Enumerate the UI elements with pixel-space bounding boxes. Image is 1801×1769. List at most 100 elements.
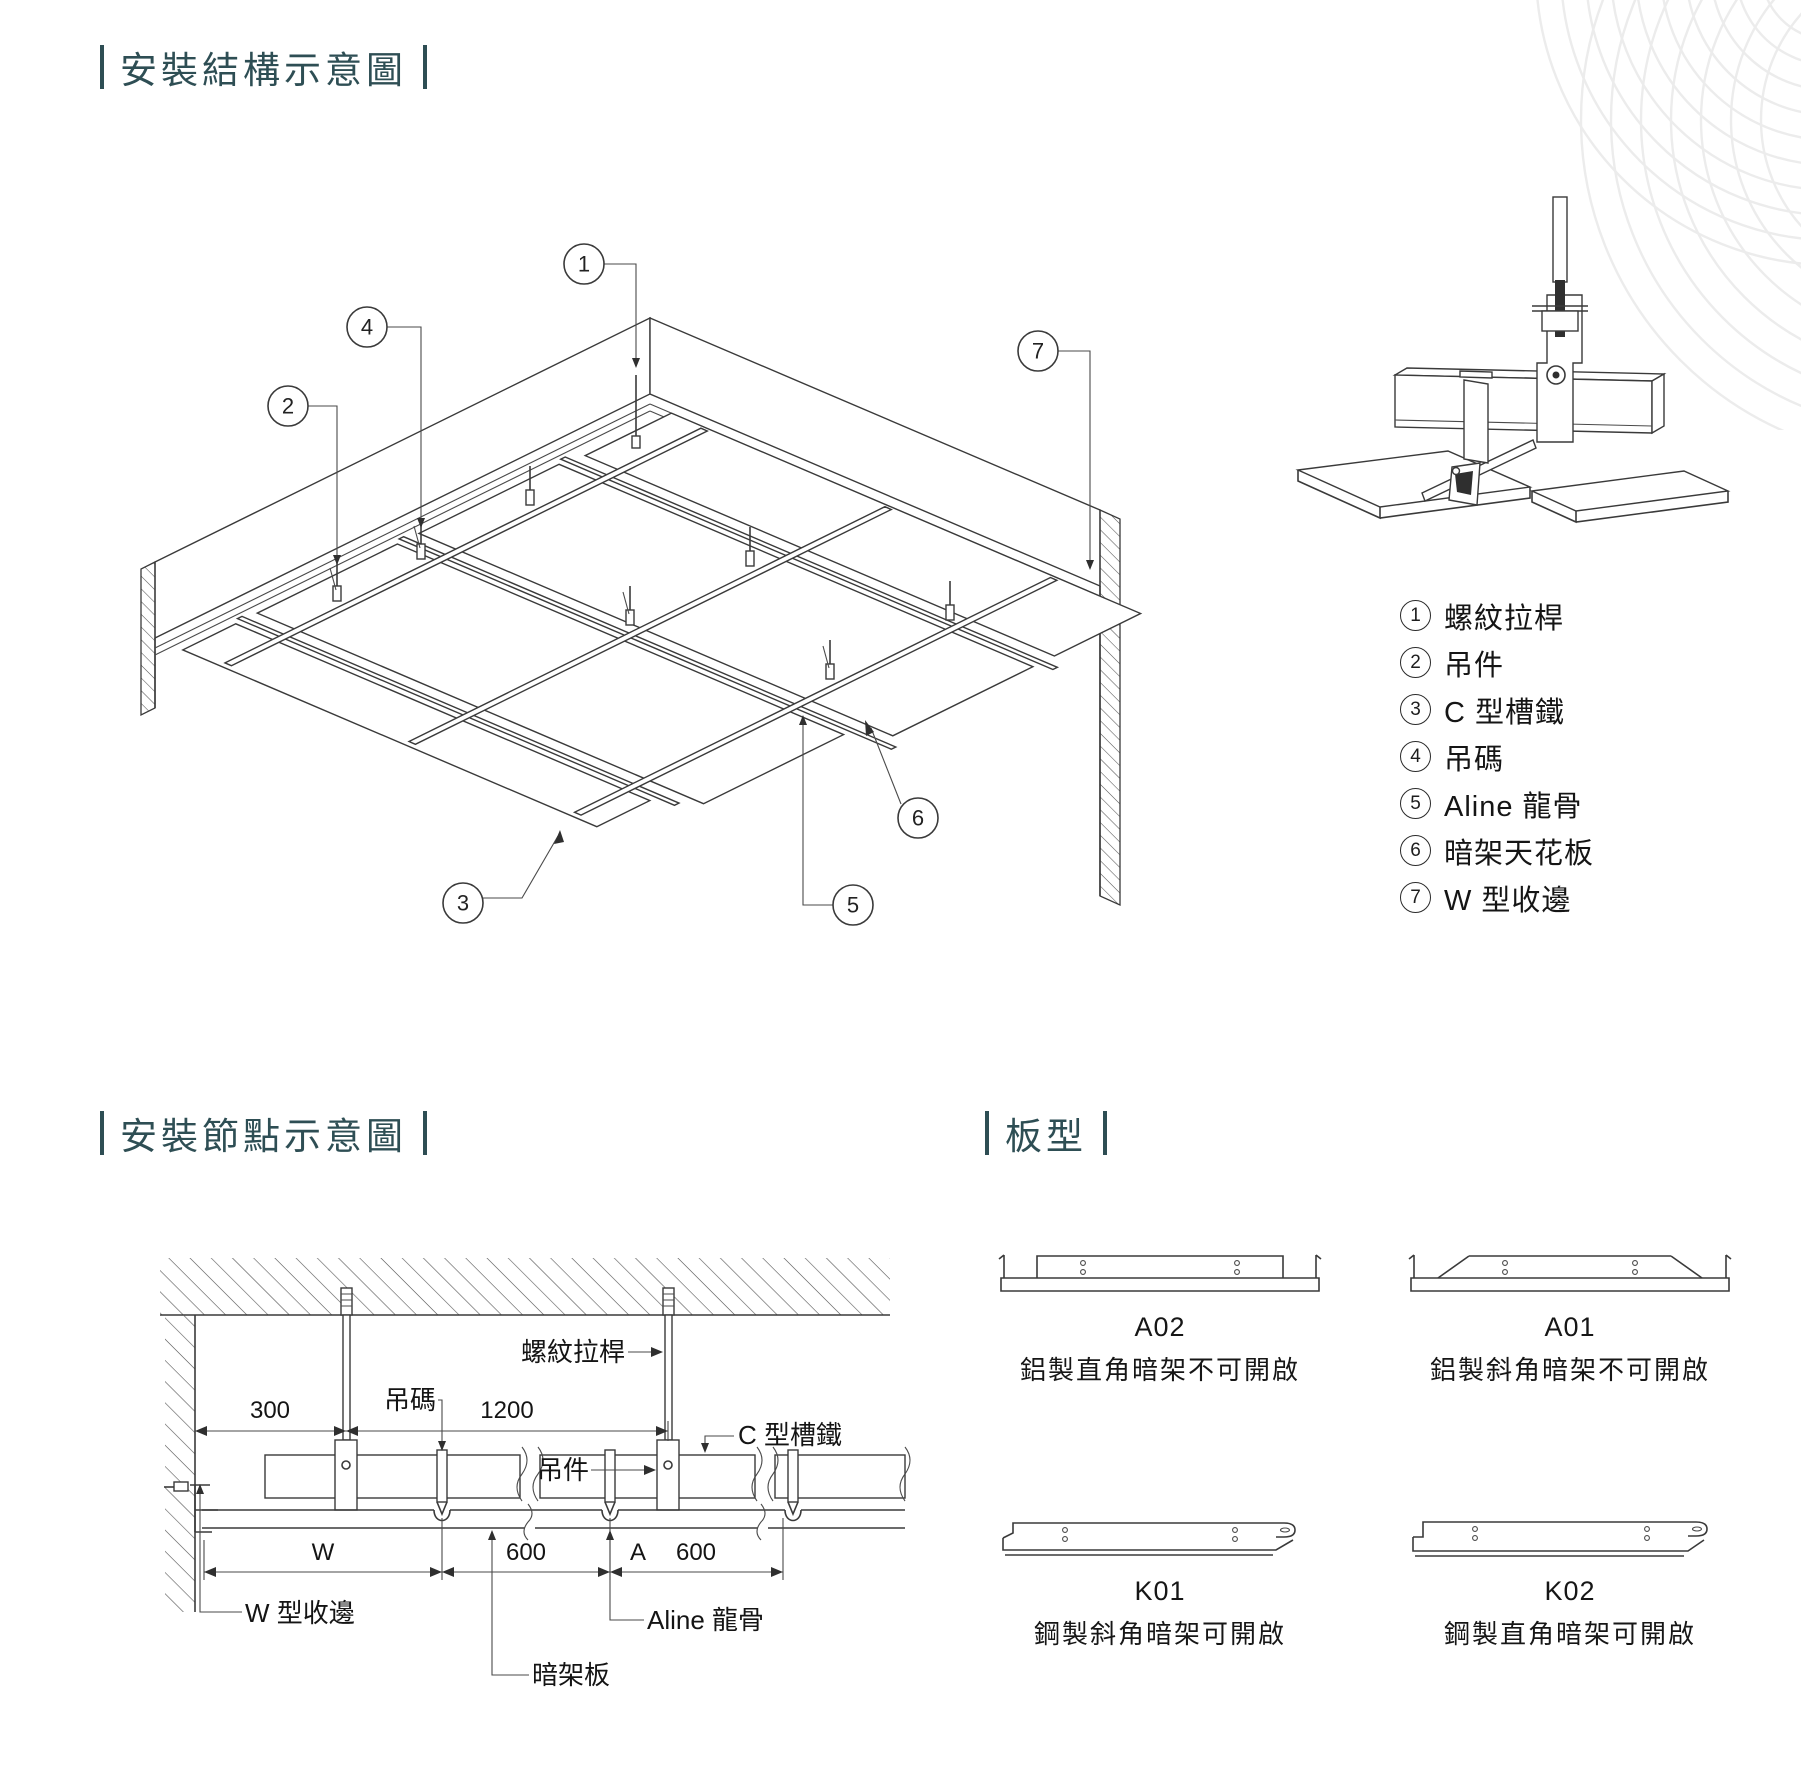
node-title-text: 安裝節點示意圖 xyxy=(120,1116,407,1157)
callout-3: 3 xyxy=(442,830,564,924)
svg-text:Aline 龍骨: Aline 龍骨 xyxy=(647,1605,764,1635)
legend-label-6: 暗架天花板 xyxy=(1444,837,1595,870)
svg-text:W 型收邊: W 型收邊 xyxy=(245,1598,355,1628)
detail-panels xyxy=(1295,450,1731,524)
threaded-rod-1 xyxy=(340,1287,353,1441)
wall-hatch xyxy=(165,1315,195,1612)
legend-item: 4 吊碼 xyxy=(1400,733,1594,780)
callout-6: 6 xyxy=(865,720,939,839)
section-title-structure: 安裝結構示意圖 xyxy=(100,40,427,94)
label-threaded-rod: 螺紋拉桿 xyxy=(521,1337,663,1367)
label-clip: 吊碼 xyxy=(384,1385,446,1451)
c-channel-section xyxy=(264,1446,911,1502)
structure-title-text: 安裝結構示意圖 xyxy=(120,50,407,91)
legend: 1 螺紋拉桿 2 吊件 3 C 型槽鐵 4 吊碼 5 Aline 龍骨 6 暗架… xyxy=(1400,592,1594,921)
panel-profile-k02 xyxy=(1412,1521,1708,1557)
panel-types-title-text: 板型 xyxy=(1005,1116,1087,1157)
ceiling-hatch xyxy=(160,1258,890,1315)
label-hanger: 吊件 xyxy=(537,1455,656,1485)
callout-2: 2 xyxy=(267,385,341,565)
hangers xyxy=(329,375,955,680)
svg-text:A: A xyxy=(630,1539,646,1566)
svg-text:螺紋拉桿: 螺紋拉桿 xyxy=(521,1337,625,1367)
panel-card-a02: A02 鋁製直角暗架不可開啟 xyxy=(990,1248,1330,1387)
callout-1: 1 xyxy=(563,243,640,368)
cross-section-drawing: 300 1200 W 600 A 600 螺紋拉桿 吊碼 吊 xyxy=(160,1258,911,1690)
legend-item: 6 暗架天花板 xyxy=(1400,827,1594,874)
panel-code: K01 xyxy=(1134,1576,1186,1606)
svg-text:4: 4 xyxy=(361,315,373,340)
panel-desc: 鋁製直角暗架不可開啟 xyxy=(1019,1355,1300,1385)
left-wall-section-hatch xyxy=(140,560,156,717)
legend-label-1: 螺紋拉桿 xyxy=(1444,602,1565,635)
legend-item: 7 W 型收邊 xyxy=(1400,874,1594,921)
title-bar-left xyxy=(100,1111,104,1155)
panel-card-a01: A01 鋁製斜角暗架不可開啟 xyxy=(1400,1248,1740,1387)
svg-text:1200: 1200 xyxy=(480,1397,533,1424)
panel-desc: 鋼製斜角暗架可開啟 xyxy=(1033,1619,1286,1649)
legend-number-7: 7 xyxy=(1400,882,1431,913)
detail-c-channel xyxy=(1392,367,1667,435)
panel-code: K02 xyxy=(1544,1576,1596,1606)
panel-code: A02 xyxy=(1134,1312,1186,1342)
panel-card-k01: K01 鋼製斜角暗架可開啟 xyxy=(990,1512,1330,1651)
legend-number-1: 1 xyxy=(1400,600,1431,631)
title-bar-right xyxy=(423,1111,427,1155)
panel-card-k02: K02 鋼製直角暗架可開啟 xyxy=(1400,1512,1740,1651)
panel-desc: 鋁製斜角暗架不可開啟 xyxy=(1429,1355,1710,1385)
svg-text:5: 5 xyxy=(847,893,859,918)
legend-number-5: 5 xyxy=(1400,788,1431,819)
panel-profile-a01 xyxy=(1408,1254,1732,1292)
threaded-rod-2 xyxy=(662,1287,675,1441)
legend-item: 2 吊件 xyxy=(1400,639,1594,686)
label-channel: C 型槽鐵 xyxy=(701,1420,842,1453)
svg-text:7: 7 xyxy=(1032,339,1044,364)
legend-item: 1 螺紋拉桿 xyxy=(1400,592,1594,639)
legend-item: 3 C 型槽鐵 xyxy=(1400,686,1594,733)
svg-text:3: 3 xyxy=(457,891,469,916)
decorative-corner-pattern xyxy=(1536,0,1801,430)
svg-text:C 型槽鐵: C 型槽鐵 xyxy=(738,1420,842,1450)
legend-number-3: 3 xyxy=(1400,694,1431,725)
dimension-bottom: W 600 A 600 xyxy=(203,1518,784,1580)
svg-text:吊碼: 吊碼 xyxy=(384,1385,436,1415)
aline-runners xyxy=(235,456,1060,807)
legend-number-2: 2 xyxy=(1400,647,1431,678)
legend-label-3: C 型槽鐵 xyxy=(1444,696,1566,729)
svg-text:W: W xyxy=(312,1539,335,1566)
panel-desc: 鋼製直角暗架可開啟 xyxy=(1443,1619,1696,1649)
svg-text:600: 600 xyxy=(506,1539,546,1566)
detail-hanger-clip xyxy=(1448,379,1489,506)
svg-text:2: 2 xyxy=(282,394,294,419)
section-title-panel-types: 板型 xyxy=(985,1106,1107,1160)
right-wall-section-hatch xyxy=(1099,508,1121,907)
legend-label-5: Aline 龍骨 xyxy=(1444,790,1583,823)
panel-profile-a02 xyxy=(998,1254,1322,1292)
legend-label-4: 吊碼 xyxy=(1444,743,1505,776)
dimension-top: 300 1200 xyxy=(195,1397,669,1441)
hanger-fitting-2 xyxy=(656,1439,680,1511)
panel-code: A01 xyxy=(1544,1312,1596,1342)
panel-section xyxy=(202,1503,905,1541)
label-runner: Aline 龍骨 xyxy=(606,1530,764,1635)
callout-7: 7 xyxy=(1017,330,1094,570)
hanger-fitting-1 xyxy=(334,1439,358,1511)
isometric-structure-drawing: 1 4 2 7 3 5 xyxy=(140,243,1143,926)
title-bar-left xyxy=(100,45,104,89)
title-bar-right xyxy=(1103,1111,1107,1155)
c-channels xyxy=(223,427,1059,816)
hanger-detail-drawing xyxy=(1295,196,1731,524)
callout-5: 5 xyxy=(799,715,874,926)
svg-text:1: 1 xyxy=(578,252,590,277)
legend-item: 5 Aline 龍骨 xyxy=(1400,780,1594,827)
detail-bracket-rod xyxy=(1532,196,1588,443)
callout-4: 4 xyxy=(346,306,425,528)
legend-number-4: 4 xyxy=(1400,741,1431,772)
title-bar-left xyxy=(985,1111,989,1155)
svg-text:600: 600 xyxy=(676,1539,716,1566)
label-panel: 暗架板 xyxy=(488,1530,610,1690)
legend-label-7: W 型收邊 xyxy=(1444,884,1572,917)
svg-text:300: 300 xyxy=(250,1397,290,1424)
label-trim: W 型收邊 xyxy=(196,1484,355,1628)
corner-threaded-rod xyxy=(631,375,641,449)
